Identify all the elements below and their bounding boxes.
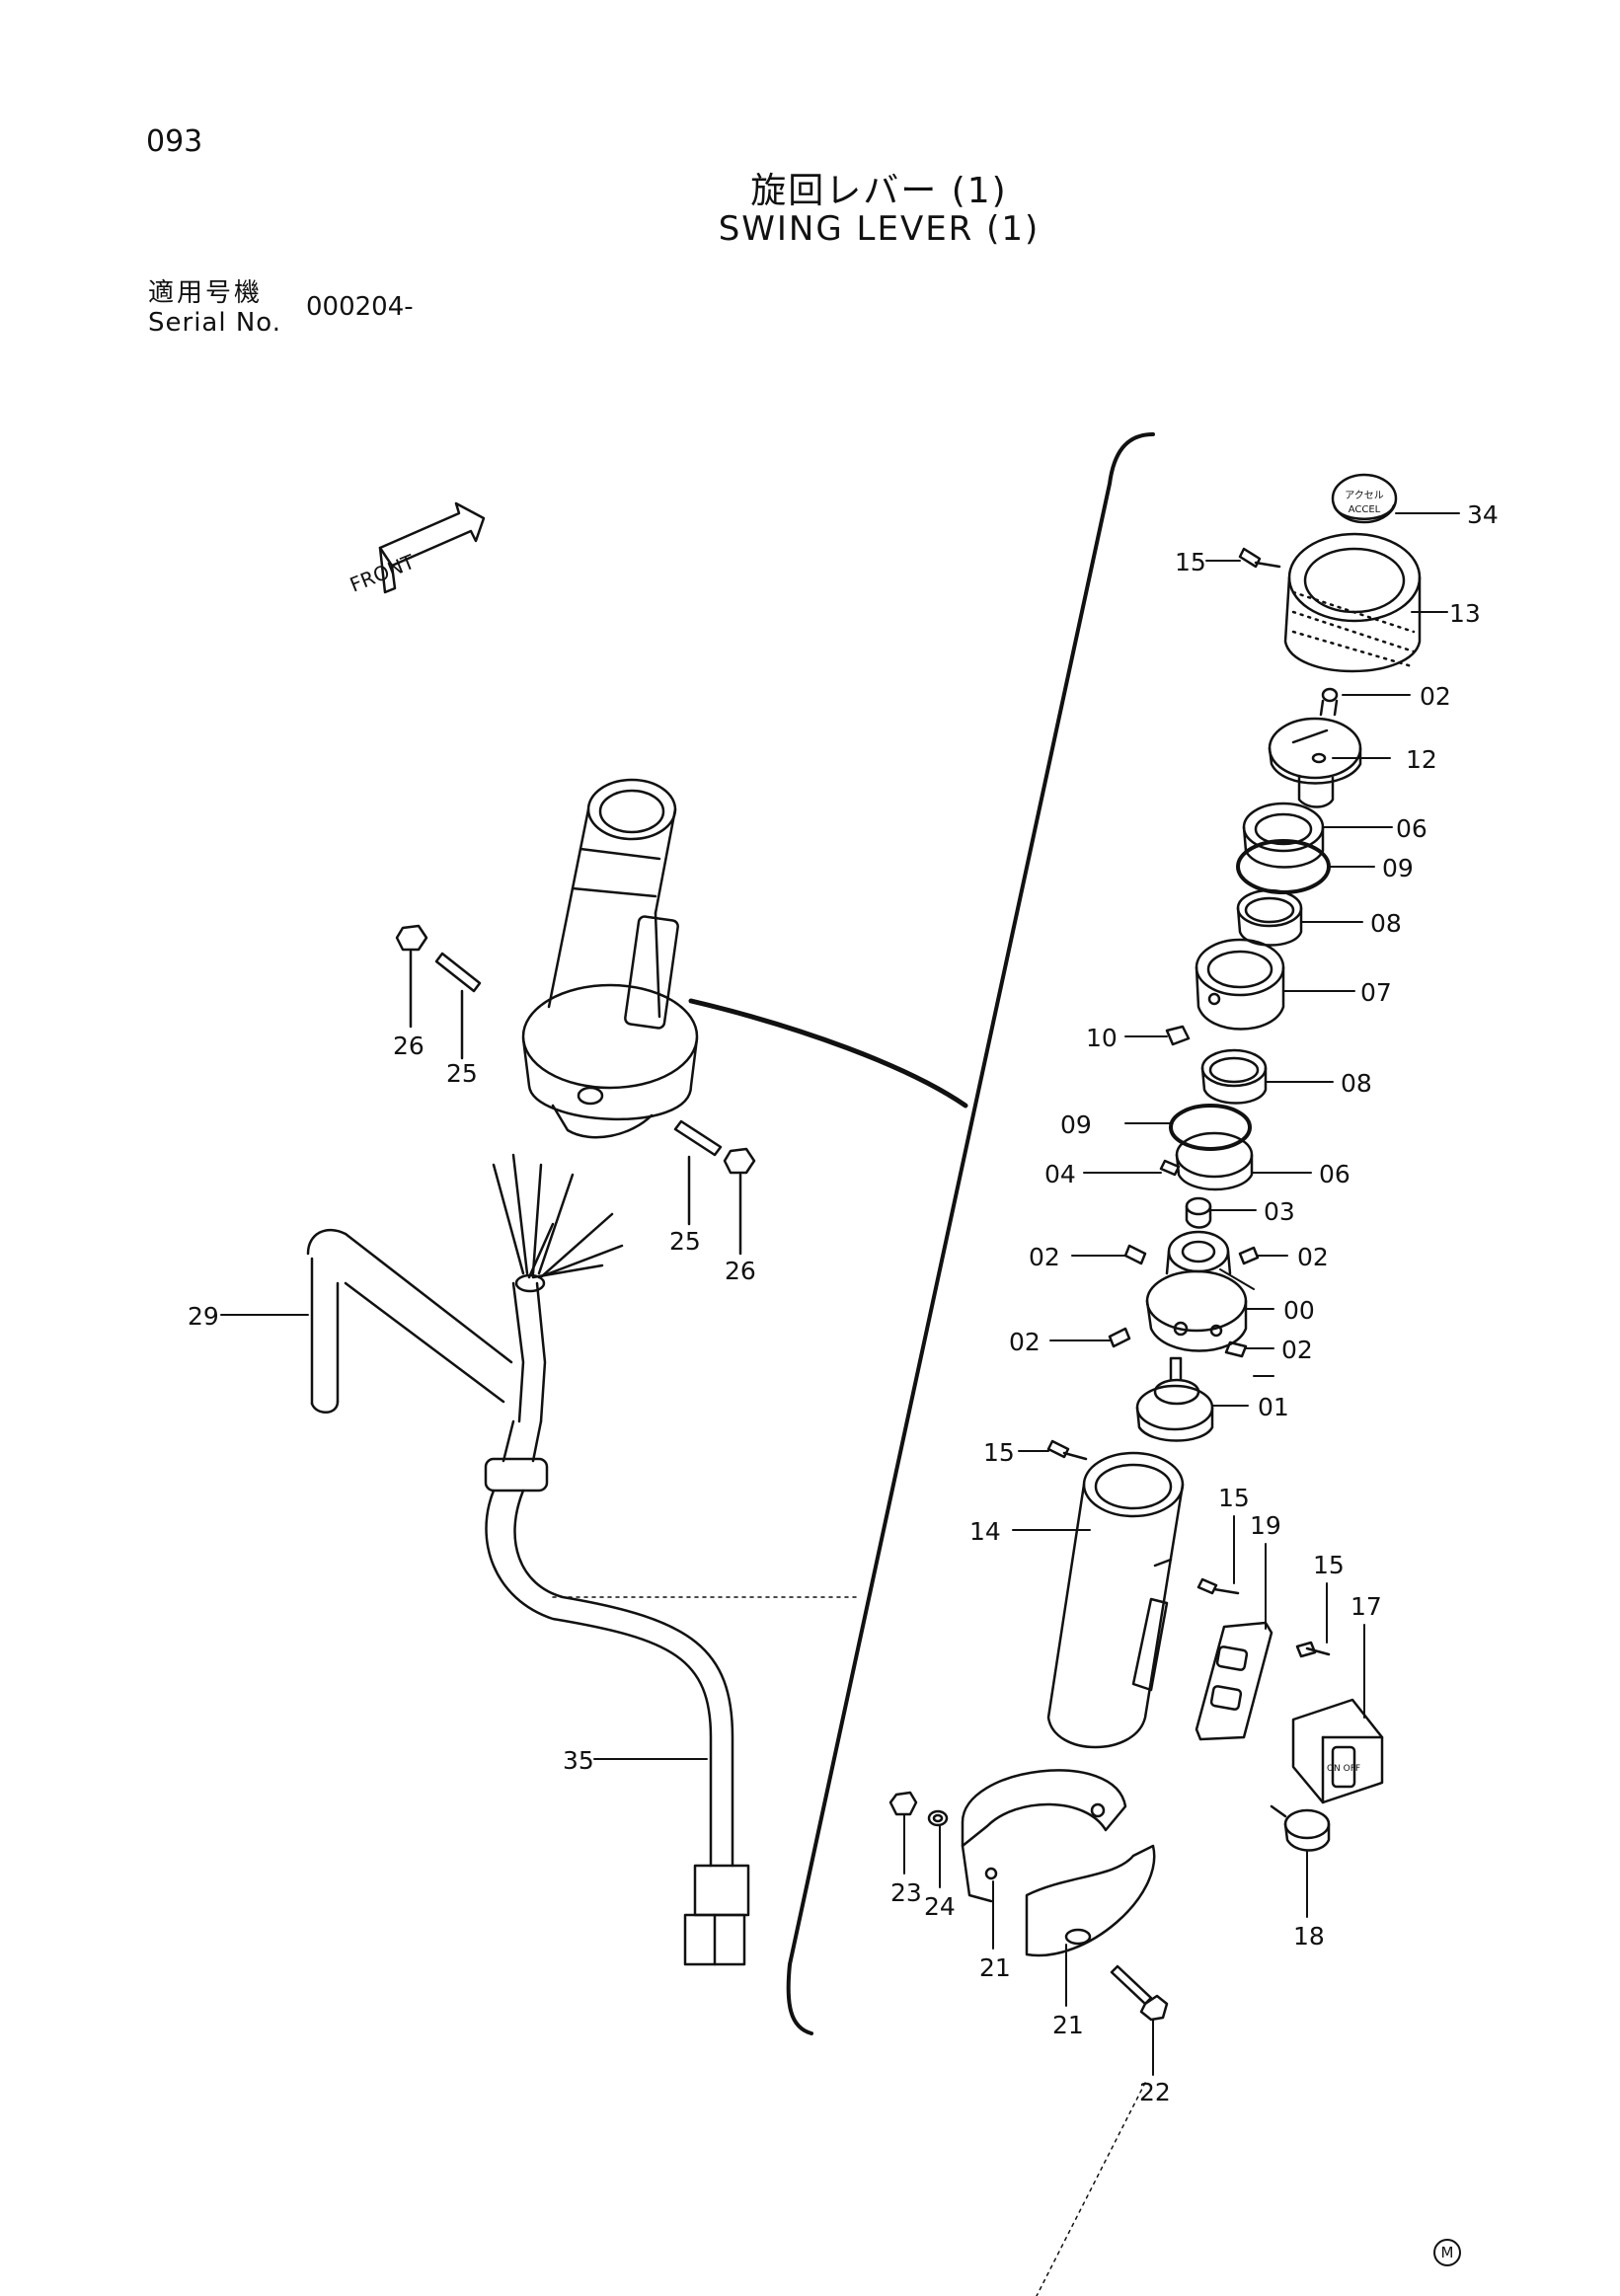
callout-19: 19 — [1250, 1511, 1281, 1540]
front-arrow-icon — [378, 501, 486, 594]
callout-22: 22 — [1139, 2078, 1171, 2106]
switch-label: ON OFF — [1327, 1764, 1360, 1774]
callout-leaders — [220, 512, 1460, 2076]
callout-01: 01 — [1258, 1393, 1289, 1421]
callout-10: 10 — [1086, 1024, 1118, 1052]
nut-23-icon — [888, 1791, 918, 1816]
serial-number-value: 000204- — [306, 292, 414, 322]
stud-bolt-lower-icon — [673, 1119, 723, 1157]
setscrew-02b-icon — [1123, 1244, 1147, 1265]
screw-15c-icon — [1196, 1577, 1240, 1595]
plate-19-icon — [1195, 1621, 1273, 1741]
page-number: 093 — [146, 124, 203, 159]
callout-08: 08 — [1341, 1069, 1372, 1098]
washer-24-icon — [927, 1809, 949, 1827]
bushing-08b-icon — [1200, 1048, 1268, 1105]
callout-25: 25 — [446, 1059, 478, 1088]
setscrew-02c-icon — [1238, 1246, 1260, 1265]
callout-26: 26 — [725, 1257, 756, 1285]
callout-29: 29 — [188, 1302, 219, 1331]
callout-15: 15 — [1218, 1484, 1250, 1512]
screw-15b-icon — [1046, 1439, 1088, 1461]
harness-cable-icon — [484, 1273, 750, 1966]
cap-label-line-2: ACCEL — [1349, 504, 1381, 515]
screw-15d-icon — [1295, 1641, 1331, 1658]
cap-label-line-1: アクセル — [1345, 490, 1384, 501]
callout-23: 23 — [890, 1878, 922, 1907]
callout-26: 26 — [393, 1032, 424, 1060]
screw-15a-icon — [1238, 547, 1281, 569]
callout-21: 21 — [1052, 2011, 1084, 2039]
clamp-half-lower-icon — [961, 1844, 1156, 1957]
callout-18: 18 — [1293, 1922, 1325, 1951]
callout-06: 06 — [1396, 814, 1427, 843]
bushing-08a-icon — [1236, 888, 1303, 947]
setscrew-02-icon — [1319, 687, 1339, 717]
rocker-switch-17-icon — [1291, 1698, 1384, 1804]
divider-bracket — [786, 432, 1155, 2035]
callout-09: 09 — [1382, 854, 1414, 882]
body-00-icon — [1145, 1230, 1248, 1352]
bolt-22-icon — [1110, 1964, 1169, 2022]
tube-14-icon — [1046, 1451, 1185, 1749]
callout-35: 35 — [563, 1746, 594, 1775]
potentiometer-01-icon — [1135, 1356, 1214, 1442]
callout-02: 02 — [1009, 1328, 1041, 1356]
callout-09: 09 — [1060, 1110, 1092, 1139]
setscrew-02d-icon — [1108, 1327, 1131, 1348]
callout-02: 02 — [1029, 1243, 1060, 1271]
callout-13: 13 — [1449, 599, 1481, 628]
setscrew-02e-icon — [1224, 1340, 1248, 1358]
accel-cap-icon — [1331, 473, 1398, 524]
serial-label-japanese: 適用号機 — [148, 278, 264, 308]
callout-15: 15 — [1313, 1551, 1345, 1579]
hex-nut-lower-icon — [723, 1147, 756, 1175]
wire-bundle-icon — [492, 1153, 624, 1279]
page-title-japanese: 旋回レバー (1) — [750, 171, 1008, 211]
callout-24: 24 — [924, 1892, 956, 1921]
assembled-lever-icon — [521, 778, 699, 1139]
ring-06a-icon — [1242, 802, 1325, 869]
oring-09b-icon — [1169, 1104, 1252, 1151]
stud-bolt-icon — [434, 952, 482, 993]
serial-label-english: Serial No. — [148, 308, 281, 338]
callout-04: 04 — [1044, 1160, 1076, 1188]
callout-03: 03 — [1264, 1197, 1295, 1226]
setscrew-04-icon — [1159, 1159, 1181, 1177]
clamp-half-upper-icon — [961, 1769, 1127, 1848]
pin-10-icon — [1165, 1025, 1191, 1046]
callout-15: 15 — [983, 1438, 1015, 1467]
callout-25: 25 — [669, 1227, 701, 1256]
front-label: FRONT — [347, 549, 419, 596]
callout-02: 02 — [1281, 1336, 1313, 1364]
callout-08: 08 — [1370, 909, 1402, 938]
cap-plate-12-icon — [1268, 717, 1362, 808]
housing-07-icon — [1195, 938, 1285, 1031]
callout-02: 02 — [1420, 682, 1451, 711]
callout-34: 34 — [1467, 500, 1499, 529]
lever-pipe-icon — [306, 1228, 513, 1414]
callout-12: 12 — [1406, 745, 1437, 774]
assembly-connector-line — [688, 998, 968, 1109]
dotted-guide-line-2 — [1036, 2082, 1146, 2296]
callout-00: 00 — [1283, 1296, 1315, 1325]
page-title-english: SWING LEVER (1) — [718, 209, 1041, 249]
callout-07: 07 — [1360, 978, 1392, 1007]
knurled-grip-icon — [1283, 532, 1422, 673]
collar-03-icon — [1185, 1196, 1212, 1229]
ring-06b-icon — [1175, 1131, 1254, 1191]
callout-15: 15 — [1175, 548, 1206, 576]
callout-14: 14 — [969, 1517, 1001, 1546]
corner-mark-badge: M — [1433, 2239, 1461, 2266]
lamp-18-icon — [1270, 1804, 1331, 1852]
callout-06: 06 — [1319, 1160, 1350, 1188]
callout-17: 17 — [1350, 1592, 1382, 1621]
hex-nut-icon — [395, 924, 428, 952]
callout-02: 02 — [1297, 1243, 1329, 1271]
callout-21: 21 — [979, 1953, 1011, 1982]
